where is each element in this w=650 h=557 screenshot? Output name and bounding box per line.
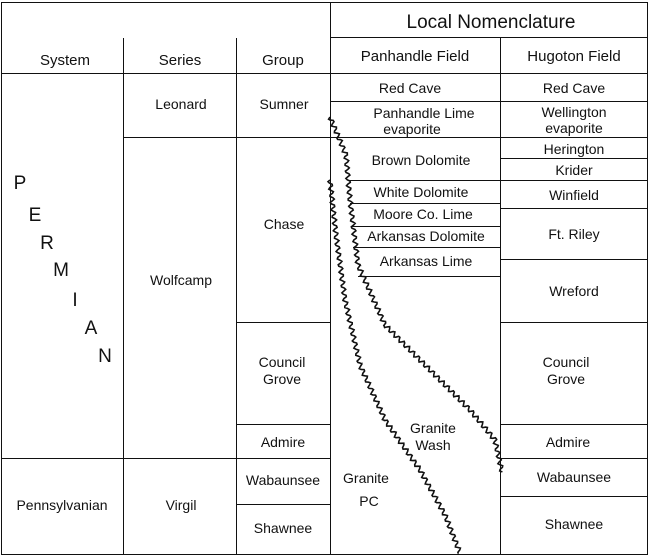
hugoton-krider: Krider bbox=[555, 162, 593, 178]
hugoton-winfield: Winfield bbox=[549, 187, 599, 203]
permian-letter-m: M bbox=[53, 260, 69, 281]
hugoton-wabaunsee: Wabaunsee bbox=[537, 469, 611, 485]
group-chase: Chase bbox=[264, 216, 305, 232]
panhandle-lime-line1: Panhandle Lime bbox=[373, 105, 474, 121]
permian-letter-e: E bbox=[29, 205, 42, 226]
hugoton-wreford: Wreford bbox=[549, 283, 599, 299]
hugoton-grove-line2: Grove bbox=[547, 371, 585, 387]
chart-title: Local Nomenclature bbox=[407, 12, 576, 33]
group-wabaunsee: Wabaunsee bbox=[246, 472, 320, 488]
header-panhandle-field: Panhandle Field bbox=[361, 48, 469, 65]
panhandle-granite-wash-line2: Wash bbox=[415, 437, 450, 453]
granite-unconformity-line bbox=[326, 179, 462, 554]
group-shawnee: Shawnee bbox=[254, 520, 313, 536]
permian-letter-a: A bbox=[85, 318, 98, 339]
panhandle-lime-line2: evaporite bbox=[383, 121, 441, 137]
permian-letter-p: P bbox=[14, 173, 27, 194]
permian-letter-i: I bbox=[72, 290, 77, 311]
group-council-line1: Council bbox=[259, 354, 306, 370]
header-group: Group bbox=[262, 52, 304, 69]
series-virgil: Virgil bbox=[166, 497, 197, 513]
series-leonard: Leonard bbox=[155, 96, 206, 112]
series-wolfcamp: Wolfcamp bbox=[150, 272, 212, 288]
panhandle-granite-wash-line1: Granite bbox=[410, 420, 456, 436]
hugoton-herington: Herington bbox=[544, 141, 605, 157]
hugoton-wellington-line2: evaporite bbox=[545, 120, 603, 136]
panhandle-red-cave: Red Cave bbox=[379, 80, 441, 96]
hugoton-admire: Admire bbox=[546, 434, 591, 450]
header-series: Series bbox=[159, 52, 202, 69]
panhandle-moore-co-lime: Moore Co. Lime bbox=[373, 206, 473, 222]
permian-letter-n: N bbox=[98, 346, 112, 367]
hugoton-red-cave: Red Cave bbox=[543, 80, 605, 96]
group-grove-line2: Grove bbox=[263, 371, 301, 387]
header-hugoton-field: Hugoton Field bbox=[527, 48, 620, 65]
granite-wash-unconformity-line bbox=[327, 116, 504, 473]
header-system: System bbox=[40, 52, 90, 69]
group-admire: Admire bbox=[261, 434, 306, 450]
panhandle-granite-pc-line1: Granite bbox=[343, 470, 389, 486]
panhandle-brown-dolomite: Brown Dolomite bbox=[372, 152, 471, 168]
permian-letter-r: R bbox=[40, 233, 54, 254]
hugoton-shawnee: Shawnee bbox=[545, 516, 604, 532]
hugoton-wellington-line1: Wellington bbox=[541, 104, 606, 120]
panhandle-white-dolomite: White Dolomite bbox=[374, 184, 469, 200]
hugoton-ft-riley: Ft. Riley bbox=[548, 226, 599, 242]
hugoton-council-line1: Council bbox=[543, 354, 590, 370]
panhandle-arkansas-lime: Arkansas Lime bbox=[380, 253, 473, 269]
group-sumner: Sumner bbox=[259, 96, 308, 112]
system-pennsylvanian: Pennsylvanian bbox=[16, 497, 107, 513]
panhandle-arkansas-dolomite: Arkansas Dolomite bbox=[367, 228, 485, 244]
panhandle-granite-pc-line2: PC bbox=[359, 493, 378, 509]
